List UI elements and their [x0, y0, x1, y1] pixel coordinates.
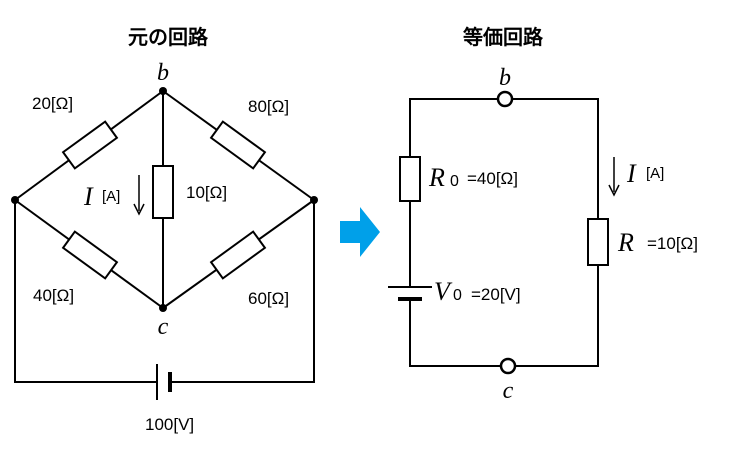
resistor-10 [152, 165, 174, 219]
wire-left-top [409, 98, 497, 157]
wire-outer-right [170, 200, 315, 383]
current-symbol: I [83, 182, 94, 211]
node-b-label: b [157, 60, 169, 86]
eq-current-unit: [A] [646, 165, 664, 182]
terminal-b [496, 90, 514, 108]
current-unit: [A] [102, 188, 120, 205]
v0-subscript: 0 [453, 287, 462, 304]
resistor-20 [61, 120, 119, 170]
v0-value: =20[V] [471, 285, 521, 304]
wire-left-bottom [409, 299, 501, 367]
left-title: 元の回路 [128, 25, 209, 49]
node-c-label: c [158, 314, 169, 340]
resistor-80 [209, 120, 267, 170]
eq-current-arrow-icon [608, 184, 620, 197]
wire-outer-left [14, 200, 156, 383]
label-20: 20[Ω] [32, 94, 73, 113]
resistor-r [587, 218, 609, 266]
eq-node-b-label: b [499, 65, 511, 91]
node-right-dot [310, 196, 318, 204]
right-title: 等価回路 [463, 25, 544, 49]
wire-right-bottom [515, 265, 599, 367]
label-80: 80[Ω] [248, 97, 289, 116]
current-arrow-icon [133, 203, 145, 216]
label-10: 10[Ω] [186, 183, 227, 202]
transform-arrow-icon [340, 207, 380, 257]
node-left-dot [11, 196, 19, 204]
original-circuit: b c 20[Ω] 80[Ω] 40[Ω] 60[Ω] 10[Ω] I [A] … [11, 60, 318, 434]
battery-label: 100[V] [145, 415, 194, 434]
terminal-c [499, 357, 517, 375]
equivalent-circuit: b c R 0 =40[Ω] V 0 =20[V] I [A] R =10[Ω] [388, 65, 698, 404]
resistor-40 [61, 230, 119, 280]
label-40: 40[Ω] [33, 286, 74, 305]
r0-subscript: 0 [450, 173, 459, 190]
node-b-dot [159, 87, 167, 95]
r-value: =10[Ω] [647, 234, 698, 253]
v0-symbol: V [434, 277, 453, 306]
r0-symbol: R [428, 163, 445, 192]
label-60: 60[Ω] [248, 289, 289, 308]
resistor-60 [209, 230, 267, 280]
r-symbol: R [617, 228, 634, 257]
resistor-r0 [399, 156, 421, 202]
node-c-dot [159, 304, 167, 312]
eq-current-symbol: I [626, 159, 637, 188]
eq-node-c-label: c [503, 378, 514, 404]
wire-right-top [513, 98, 599, 219]
r0-value: =40[Ω] [467, 169, 518, 188]
